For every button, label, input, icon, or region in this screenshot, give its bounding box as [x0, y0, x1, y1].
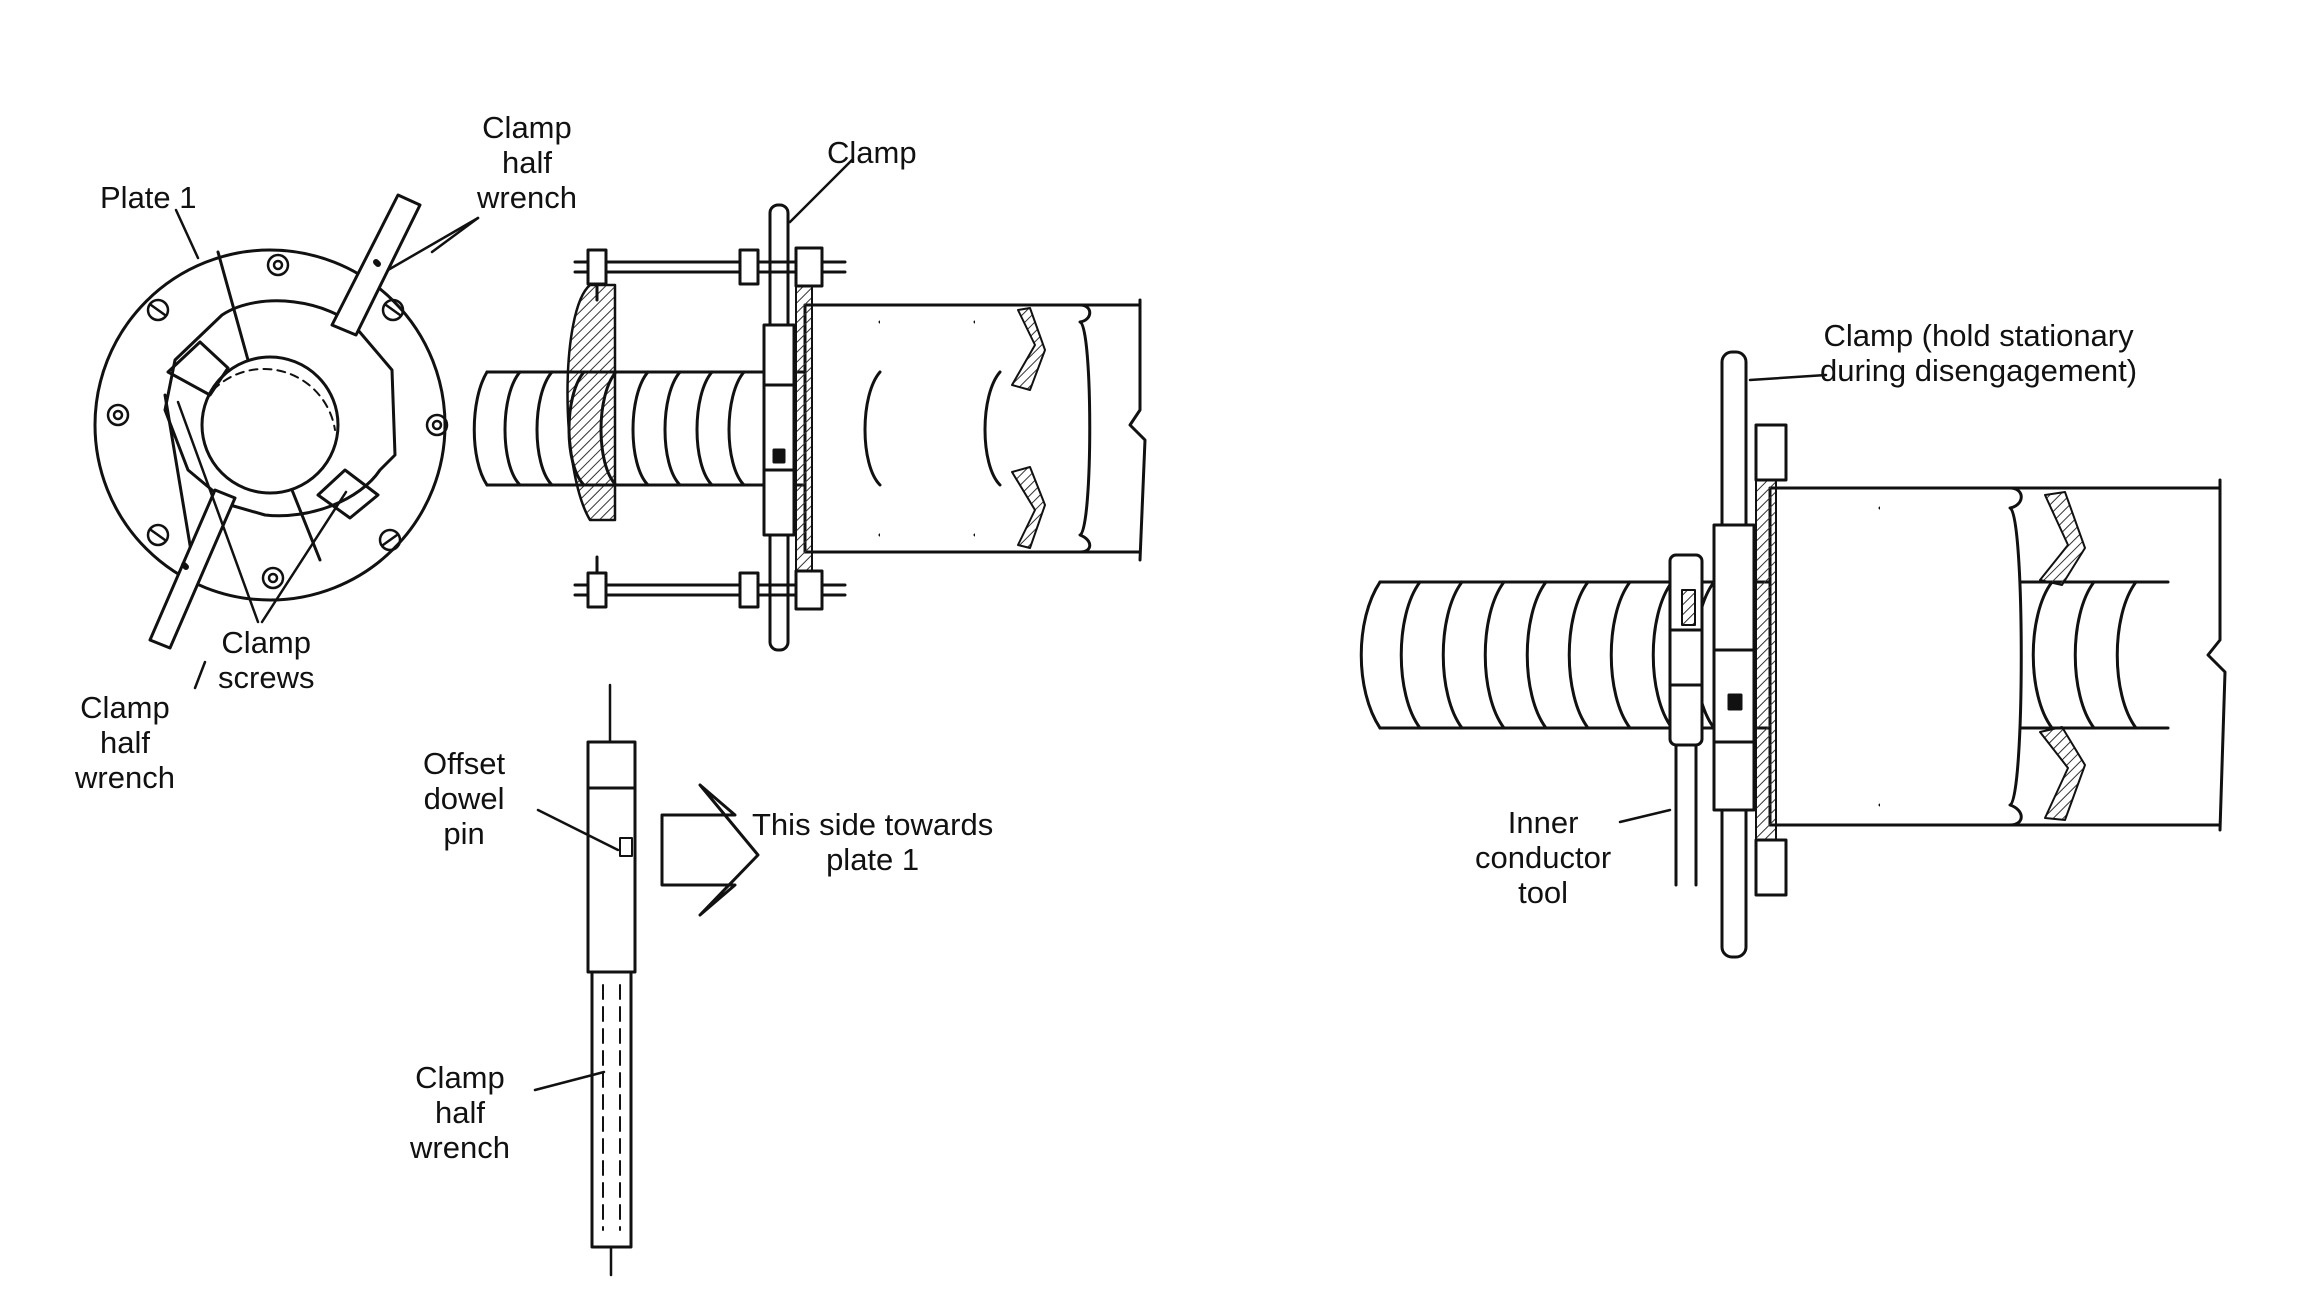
label-line: half: [434, 1095, 485, 1130]
leader-lines-left: [174, 208, 480, 690]
label-line: dowel: [423, 781, 505, 816]
leader-lines-wrench: [533, 808, 620, 1092]
label-line: This side towards: [752, 807, 994, 842]
label-line: Clamp: [80, 690, 170, 725]
label-clamp-half-wrench-left: Clamp half wrench: [75, 690, 175, 795]
plate-1-front-view: [93, 193, 449, 650]
label-line: wrench: [410, 1130, 510, 1165]
label-line: Inner: [1507, 805, 1579, 840]
label-line: Clamp: [415, 1060, 505, 1095]
leader-lines-right: [1618, 373, 1828, 824]
label-line: Clamp: [221, 625, 312, 660]
clamp-half-wrench-view: [586, 683, 760, 1277]
label-line: wrench: [477, 180, 577, 215]
label-line: pin: [443, 816, 485, 851]
label-line: Clamp: [482, 110, 572, 145]
label-line: during disengagement): [1820, 353, 2138, 388]
label-clamp: Clamp: [827, 135, 917, 170]
cable-side-view-left: [472, 203, 1147, 652]
label-offset-dowel-pin: Offset dowel pin: [423, 746, 505, 851]
cable-side-view-right: [1359, 350, 2227, 959]
label-clamp-screws: Clamp screws: [218, 625, 314, 695]
label-line: wrench: [75, 760, 175, 795]
leader-lines-clamp: [788, 158, 854, 224]
label-line: half: [501, 145, 552, 180]
label-inner-conductor-tool: Inner conductor tool: [1475, 805, 1611, 910]
label-line: Clamp (hold stationary: [1823, 318, 2134, 353]
label-line: half: [99, 725, 150, 760]
label-plate-1: Plate 1: [100, 180, 197, 215]
label-line: plate 1: [826, 842, 920, 877]
label-line: screws: [218, 660, 315, 695]
label-line: Offset: [423, 746, 506, 781]
label-line: tool: [1518, 875, 1569, 910]
label-this-side-towards-plate-1: This side towards plate 1: [752, 807, 993, 877]
label-clamp-half-wrench-top: Clamp half wrench: [477, 110, 577, 215]
label-clamp-hold-stationary: Clamp (hold stationary during disengagem…: [1820, 318, 2137, 388]
label-clamp-half-wrench-bottom: Clamp half wrench: [410, 1060, 510, 1165]
label-line: conductor: [1475, 840, 1612, 875]
